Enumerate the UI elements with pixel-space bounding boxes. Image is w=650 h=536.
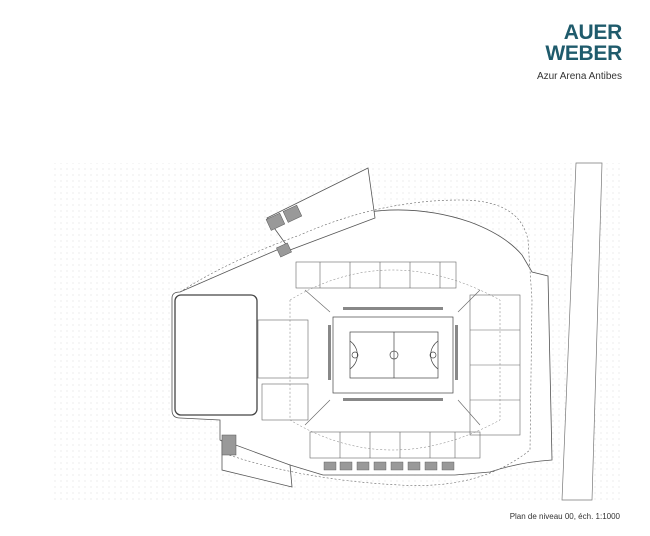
secondary-hall [174,294,258,416]
plan-caption: Plan de niveau 00, éch. 1:1000 [509,512,620,521]
logo-line-1: AUER [563,21,623,44]
entrance-stairs [221,204,303,456]
site-boundary [179,199,533,486]
road [561,162,603,501]
auer-weber-logo: AUER WEBER [545,22,622,64]
project-title: Azur Arena Antibes [536,71,622,82]
basketball-court [332,316,454,394]
rooms [257,261,521,459]
external-seating [323,461,455,471]
logo-line-2: WEBER [545,42,622,65]
arena-ellipse [289,269,501,451]
seating [328,307,458,401]
